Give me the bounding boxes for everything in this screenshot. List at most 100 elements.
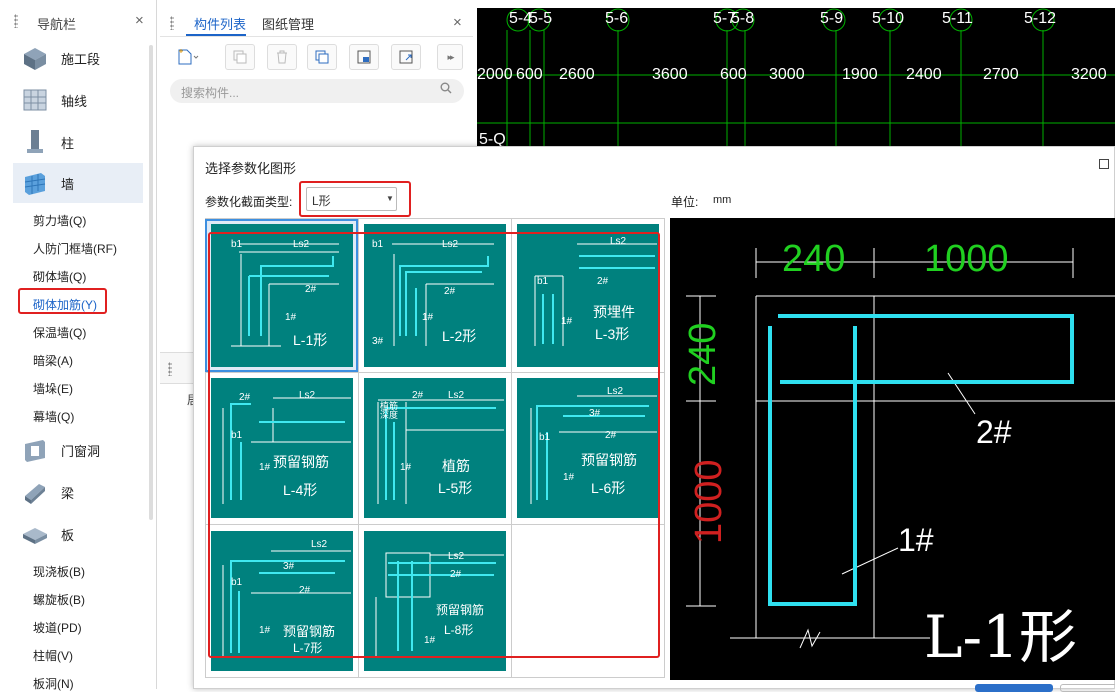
shape-l4[interactable]: b1 Ls2 2# 1# 预留钢筋 L-4形 xyxy=(211,378,353,518)
cell-label: 3# xyxy=(589,408,601,419)
nav-scrollbar[interactable] xyxy=(149,45,153,520)
section-type-value: L形 xyxy=(312,194,331,208)
section-type-label: 参数化截面类型: xyxy=(205,195,293,209)
axis-label: 5-8 xyxy=(731,10,755,27)
more-tools-button[interactable]: ▸▸ xyxy=(437,44,463,70)
nav-item-hidden-beam[interactable]: 暗梁(A) xyxy=(33,354,73,368)
dimension-label: 600 xyxy=(720,66,747,83)
delete-component-button[interactable] xyxy=(267,44,297,70)
shape-l2[interactable]: b1 Ls2 2# 1# 3# L-2形 xyxy=(364,224,506,367)
nav-category-slab[interactable]: 板 xyxy=(13,514,143,554)
search-icon[interactable] xyxy=(440,82,452,97)
cell-label: 植筋深度 xyxy=(380,401,399,420)
nav-item-shear-wall[interactable]: 剪力墙(Q) xyxy=(33,214,87,228)
drag-handle-icon[interactable] xyxy=(170,16,174,30)
shape-sub: 植筋 xyxy=(442,458,470,474)
highlight-box xyxy=(18,288,107,314)
tab-component-list[interactable]: 构件列表 xyxy=(194,17,247,32)
axis-grid-icon xyxy=(21,86,49,114)
section-type-select[interactable] xyxy=(306,187,397,211)
grid-divider xyxy=(511,218,512,678)
panel-close-icon[interactable]: × xyxy=(453,14,462,31)
cad-canvas[interactable]: 5-4 5-5 5-6 5-7 5-8 5-9 5-10 5-11 5-12 2… xyxy=(477,8,1115,146)
nav-category-door-window[interactable]: 门窗洞 xyxy=(13,430,143,470)
axis-label: 5-10 xyxy=(872,10,905,27)
shape-name: L-1形 xyxy=(293,332,328,348)
cell-label: b1 xyxy=(539,432,551,443)
column-icon xyxy=(21,128,49,156)
nav-item-wall-pier[interactable]: 墙垛(E) xyxy=(33,382,73,396)
nav-item-curtain-wall[interactable]: 幕墙(Q) xyxy=(33,410,75,424)
nav-item-column-cap[interactable]: 柱帽(V) xyxy=(33,649,73,663)
nav-category-wall[interactable]: 墙 xyxy=(13,163,143,203)
shape-sub: 预留钢筋 xyxy=(436,603,485,617)
nav-item-ramp[interactable]: 坡道(PD) xyxy=(33,621,82,635)
nav-item-cast-slab[interactable]: 现浇板(B) xyxy=(33,565,85,579)
nav-item-civil-defense-wall[interactable]: 人防门框墙(RF) xyxy=(33,242,117,256)
export-component-button[interactable] xyxy=(391,44,421,70)
maximize-icon[interactable] xyxy=(1099,159,1109,169)
shape-l3[interactable]: b1 Ls2 2# 1# 预埋件 L-3形 xyxy=(517,224,659,367)
nav-item-masonry-wall[interactable]: 砌体墙(Q) xyxy=(33,270,87,284)
nav-category-label: 板 xyxy=(61,527,75,543)
cell-label: b1 xyxy=(537,276,549,287)
drag-handle-icon[interactable] xyxy=(14,14,18,28)
cell-label: 2# xyxy=(450,569,462,580)
axis-label: 5-9 xyxy=(820,10,844,27)
shape-sub: 预埋件 xyxy=(593,304,635,320)
preview-dim-top-2: 1000 xyxy=(924,238,1009,280)
preview-dim-left-1: 240 xyxy=(682,322,724,386)
nav-category-construction-section[interactable]: 施工段 xyxy=(13,38,143,78)
chevron-down-icon[interactable]: ▼ xyxy=(386,194,394,203)
search-input[interactable] xyxy=(170,79,464,103)
nav-category-label: 墙 xyxy=(61,176,75,192)
ok-button[interactable] xyxy=(975,684,1053,692)
cell-label: Ls2 xyxy=(293,239,310,250)
shape-name: L-5形 xyxy=(438,480,473,496)
shape-l5[interactable]: 植筋深度 Ls2 2# 1# 植筋 L-5形 xyxy=(364,378,506,518)
cell-label: 2# xyxy=(444,286,456,297)
axis-label: 5-7 xyxy=(713,10,737,27)
axis-label: 5-Q xyxy=(479,131,506,146)
nav-category-column[interactable]: 柱 xyxy=(13,122,143,162)
drag-handle-icon[interactable] xyxy=(168,362,172,376)
cancel-button[interactable] xyxy=(1060,684,1115,692)
dimension-label: 3000 xyxy=(769,66,805,83)
highlight-box xyxy=(208,232,660,658)
shape-name: L-8形 xyxy=(444,623,474,637)
divider xyxy=(160,36,473,37)
nav-category-label: 梁 xyxy=(61,485,75,501)
preview-bar-1: 1# xyxy=(898,522,934,558)
dimension-label: 3600 xyxy=(652,66,688,83)
shape-sub: 预留钢筋 xyxy=(283,624,336,639)
unit-value: mm xyxy=(713,194,732,206)
cell-label: 2# xyxy=(597,276,609,287)
shape-l6[interactable]: b1 Ls2 3# 2# 1# 预留钢筋 L-6形 xyxy=(517,378,659,518)
copy-component-button[interactable] xyxy=(225,44,255,70)
shape-l7[interactable]: b1 Ls2 3# 2# 1# 预留钢筋 L-7形 xyxy=(211,531,353,671)
nav-item-insulation-wall[interactable]: 保温墙(Q) xyxy=(33,326,87,340)
nav-item-spiral-slab[interactable]: 螺旋板(B) xyxy=(33,593,85,607)
import-component-button[interactable] xyxy=(349,44,379,70)
nav-item-masonry-reinforcement[interactable]: 砌体加筋(Y) xyxy=(33,298,97,312)
dimension-label: 1900 xyxy=(842,66,878,83)
duplicate-component-button[interactable] xyxy=(307,44,337,70)
nav-category-label: 门窗洞 xyxy=(61,443,101,459)
cell-label: Ls2 xyxy=(311,539,328,550)
nav-category-beam[interactable]: 梁 xyxy=(13,472,143,512)
new-component-button[interactable] xyxy=(172,44,202,70)
shape-sub: 预留钢筋 xyxy=(581,452,637,468)
construction-section-icon xyxy=(21,44,49,72)
cell-label: 2# xyxy=(412,390,424,401)
tab-drawing-management[interactable]: 图纸管理 xyxy=(262,17,315,32)
shape-l8[interactable]: Ls2 2# 1# 预留钢筋 L-8形 xyxy=(364,531,506,671)
axis-label: 5-11 xyxy=(942,10,973,27)
nav-item-slab-hole[interactable]: 板洞(N) xyxy=(33,677,74,691)
nav-category-label: 柱 xyxy=(61,135,75,151)
axis-label: 5-4 xyxy=(509,10,533,27)
cell-label: 1# xyxy=(259,625,271,636)
nav-category-axis[interactable]: 轴线 xyxy=(13,80,143,120)
nav-close-icon[interactable]: × xyxy=(135,12,144,29)
dimension-label: 2000 xyxy=(477,66,513,83)
shape-l1[interactable]: b1 Ls2 2# 1# L-1形 xyxy=(211,224,353,367)
